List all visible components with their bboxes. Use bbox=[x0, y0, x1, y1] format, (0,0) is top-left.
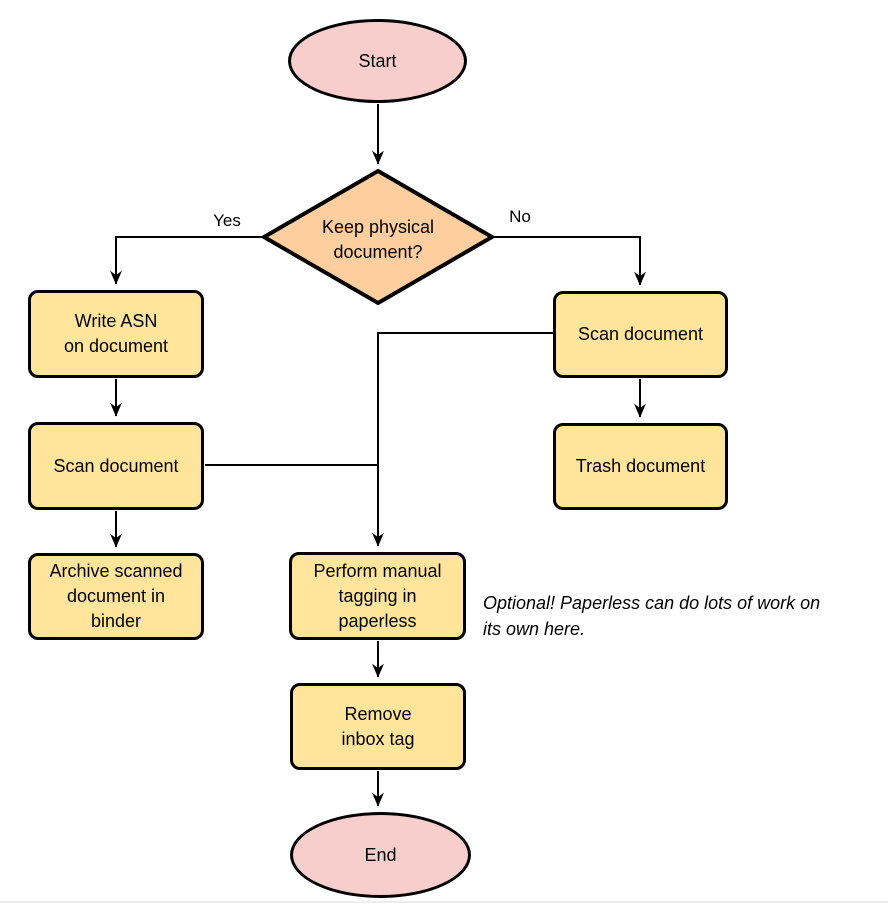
node-perform-tagging: Perform manual tagging in paperless bbox=[289, 552, 466, 640]
edge-label-yes: Yes bbox=[204, 209, 250, 233]
decision-diamond-shape bbox=[260, 168, 496, 306]
node-archive-binder: Archive scanned document in binder bbox=[28, 553, 204, 640]
node-start-label: Start bbox=[358, 50, 397, 71]
bottom-divider bbox=[0, 901, 888, 903]
edge-scanright-to-tagging bbox=[372, 332, 553, 547]
node-scan-document-left: Scan document bbox=[28, 422, 204, 510]
edge-no-branch bbox=[491, 236, 646, 286]
node-end-label: End bbox=[364, 844, 397, 865]
node-start: Start bbox=[288, 19, 467, 103]
node-scan-document-right: Scan document bbox=[553, 291, 728, 378]
node-decision-label: Keep physical document? bbox=[321, 217, 435, 262]
node-end: End bbox=[290, 812, 471, 898]
edge-label-no: No bbox=[497, 205, 543, 229]
node-trash-document: Trash document bbox=[553, 423, 728, 510]
annotation-note: Optional! Paperless can do lots of work … bbox=[483, 593, 821, 639]
node-write-asn: Write ASN on document bbox=[28, 290, 204, 378]
node-remove-inbox-tag: Remove inbox tag bbox=[290, 683, 466, 770]
edge-yes-branch bbox=[110, 236, 265, 285]
